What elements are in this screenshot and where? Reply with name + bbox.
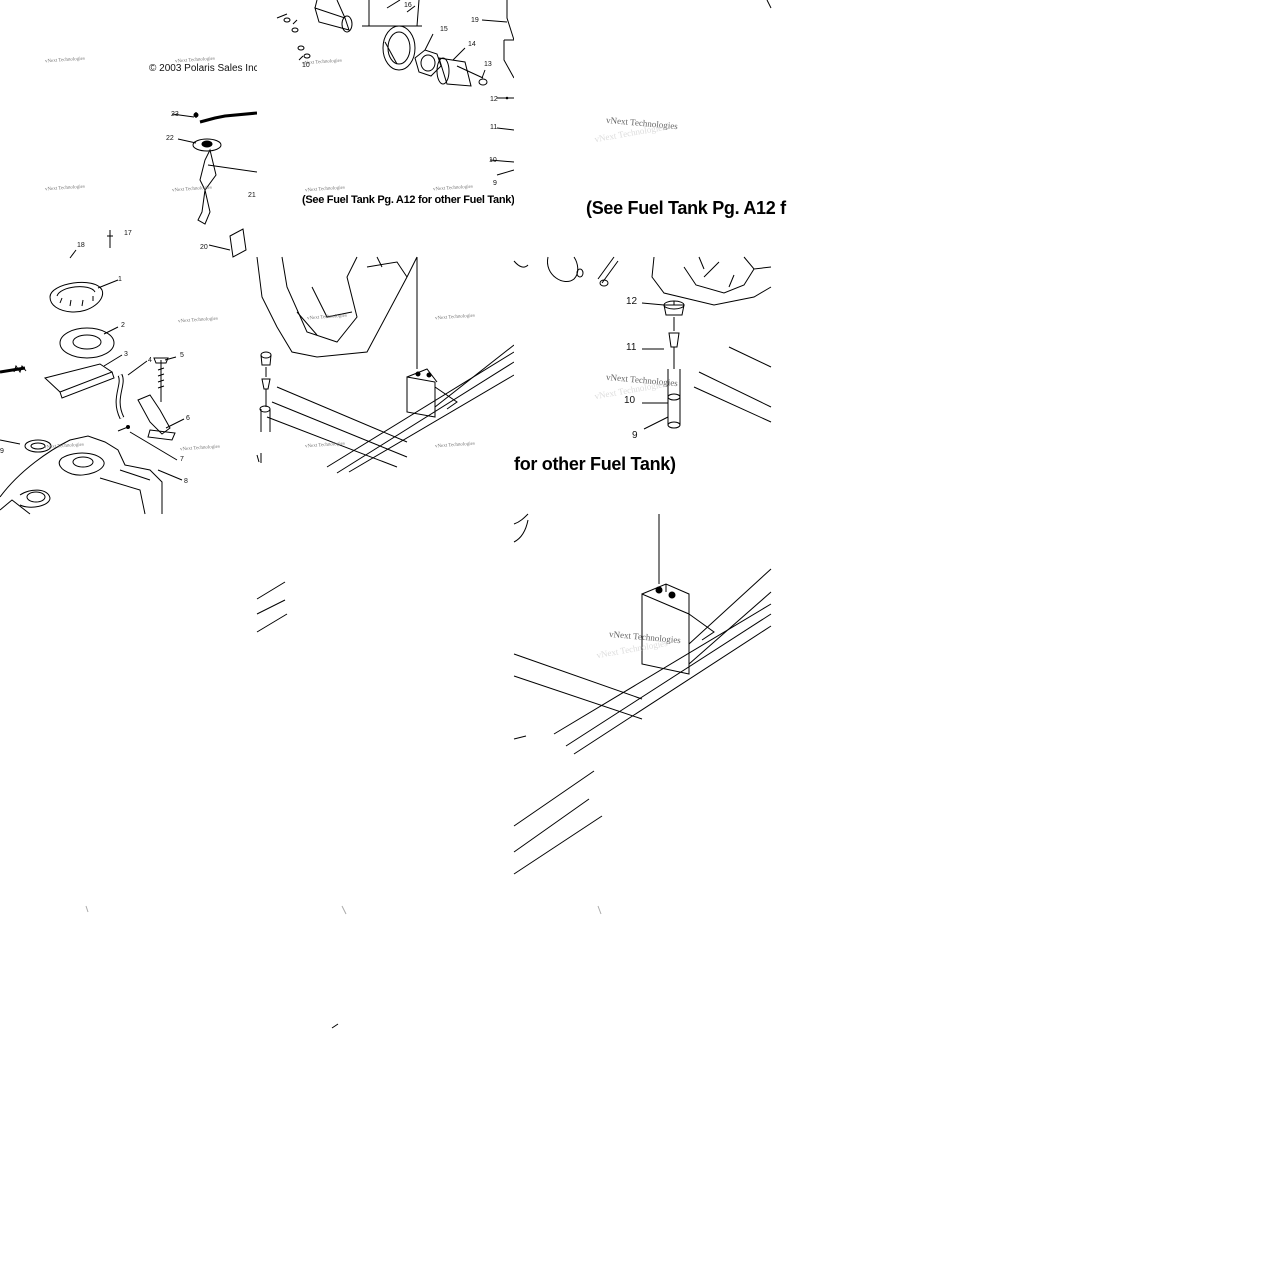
callout-5: 5 xyxy=(180,352,184,359)
callout-9-top: 9 xyxy=(493,180,497,187)
callout-19: 19 xyxy=(471,17,479,24)
callout-17: 17 xyxy=(124,230,132,237)
callout-20: 20 xyxy=(200,244,208,251)
callout-11-large: 11 xyxy=(626,342,637,353)
callout-23: 23 xyxy=(171,111,179,118)
caption-large-part1: (See Fuel Tank Pg. A12 f xyxy=(586,198,786,218)
tile-top-caption: vNext Technologies vNext Technologies (S… xyxy=(514,0,786,257)
callout-4: 4 xyxy=(148,357,152,364)
callout-8: 8 xyxy=(184,478,188,485)
top-parts-drawing xyxy=(276,0,515,176)
callout-7: 7 xyxy=(180,456,184,463)
tile-right-parts: vNext Technologies vNext Technologies 12… xyxy=(513,256,772,514)
caption-small: (See Fuel Tank Pg. A12 for other Fuel Ta… xyxy=(302,194,515,206)
frame-lower-drawing xyxy=(256,581,288,633)
callout-14: 14 xyxy=(468,41,476,48)
left-parts-drawing xyxy=(0,111,258,515)
callout-9-large: 9 xyxy=(632,430,638,441)
callout-2: 2 xyxy=(121,322,125,329)
callout-12-top: 12 xyxy=(490,96,498,103)
callout-10-top: 10 xyxy=(302,62,310,69)
frame-middle-drawing xyxy=(256,256,515,474)
tile-top-parts: vNext Technologies vNext Technologies vN… xyxy=(257,0,515,257)
top-right-drawing xyxy=(766,0,772,9)
tile-bracket-large: vNext Technologies vNext Technologies xyxy=(513,513,772,884)
callout-18: 18 xyxy=(77,242,85,249)
callout-10b-top: 10 xyxy=(489,157,497,164)
callout-6: 6 xyxy=(186,415,190,422)
callout-1: 1 xyxy=(118,276,122,283)
bracket-large-drawing xyxy=(513,513,772,875)
caption-large-part2: for other Fuel Tank) xyxy=(514,454,676,474)
callout-9-left: 9 xyxy=(0,448,4,455)
callout-12-large: 12 xyxy=(626,296,638,307)
callout-16: 16 xyxy=(404,2,412,9)
tile-frame-lower xyxy=(256,514,514,771)
right-parts-drawing xyxy=(513,256,772,430)
callout-10-large: 10 xyxy=(624,395,636,406)
tile-left-parts: vNext Technologies vNext Technologies vN… xyxy=(0,0,261,515)
callout-21: 21 xyxy=(248,192,256,199)
tile-frame-middle: vNext Technologies vNext Technologies vN… xyxy=(256,256,515,514)
callout-11-top: 11 xyxy=(490,124,498,131)
callout-15: 15 xyxy=(440,26,448,33)
callout-3: 3 xyxy=(124,351,128,358)
copyright-text: © 2003 Polaris Sales Inc. xyxy=(149,63,262,74)
callout-22: 22 xyxy=(166,135,174,142)
callout-13: 13 xyxy=(484,61,492,68)
